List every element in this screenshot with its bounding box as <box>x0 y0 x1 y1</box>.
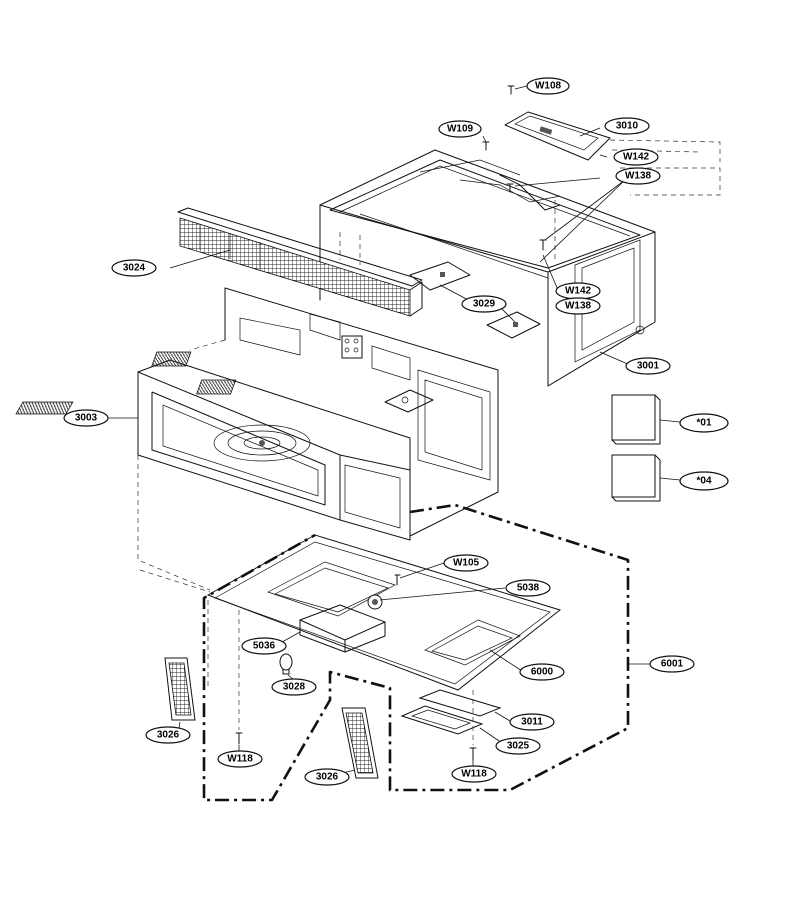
svg-text:3011: 3011 <box>521 717 543 728</box>
callout-6000: 6000 <box>519 663 565 681</box>
svg-text:3001: 3001 <box>637 361 660 372</box>
svg-text:3026: 3026 <box>316 772 339 783</box>
callout-w108: W108 <box>526 77 570 95</box>
callout-5038: 5038 <box>505 579 551 597</box>
screw-w118-right <box>469 747 477 761</box>
callout-3011: 3011 <box>509 713 555 731</box>
svg-text:3026: 3026 <box>157 730 180 741</box>
oven-cavity <box>15 287 499 591</box>
screw-w142 <box>539 239 547 251</box>
callout-w142-top: W142 <box>613 148 659 166</box>
callout-3024: 3024 <box>111 259 157 277</box>
dashed-assembly-lines <box>139 569 474 745</box>
callout-w109: W109 <box>438 120 482 138</box>
callout-6001: 6001 <box>649 655 695 673</box>
callout-3028: 3028 <box>271 678 317 696</box>
base-plate <box>206 534 562 691</box>
callout-3001: 3001 <box>625 357 671 375</box>
svg-text:6001: 6001 <box>661 659 684 670</box>
callout-3003: 3003 <box>63 409 109 427</box>
bracket-3029 <box>409 261 541 339</box>
svg-text:W108: W108 <box>535 81 562 92</box>
base-assembly-boundary <box>202 503 630 802</box>
dashed-guide <box>554 167 721 262</box>
lamp-3028 <box>279 653 293 675</box>
callout-3010: 3010 <box>604 117 650 135</box>
callout-star-01: *01 <box>679 413 729 433</box>
callout-5036: 5036 <box>241 637 287 655</box>
callout-w105: W105 <box>443 554 489 572</box>
svg-text:W105: W105 <box>453 558 480 569</box>
callout-w142-bottom: W142 <box>555 282 601 300</box>
callout-w138-bottom: W138 <box>555 297 601 315</box>
svg-text:W142: W142 <box>565 286 592 297</box>
svg-text:W138: W138 <box>625 171 652 182</box>
mounting-plate <box>504 111 721 162</box>
callout-3025: 3025 <box>495 737 541 755</box>
svg-text:6000: 6000 <box>531 667 554 678</box>
grease-filter-right <box>341 707 379 779</box>
callout-3026-right: 3026 <box>304 768 350 786</box>
leader-lines <box>108 85 681 777</box>
callout-3026-left: 3026 <box>145 726 191 744</box>
callout-w118-right: W118 <box>451 765 497 783</box>
screw-w118-left <box>235 732 243 745</box>
svg-text:3028: 3028 <box>283 682 306 693</box>
svg-text:W142: W142 <box>623 152 650 163</box>
lamp-cover <box>400 689 502 735</box>
svg-text:5036: 5036 <box>253 641 276 652</box>
vent-grille <box>177 207 423 317</box>
svg-text:3024: 3024 <box>123 263 146 274</box>
svg-text:W118: W118 <box>227 754 253 765</box>
svg-text:W109: W109 <box>447 124 474 135</box>
grease-filter-left <box>164 657 196 721</box>
svg-text:3010: 3010 <box>616 121 639 132</box>
svg-text:W138: W138 <box>565 301 592 312</box>
svg-text:*04: *04 <box>696 476 711 487</box>
callout-3029: 3029 <box>461 295 507 313</box>
callout-w118-left: W118 <box>217 750 263 768</box>
callout-star-04: *04 <box>679 471 729 491</box>
package-item-01 <box>611 394 661 445</box>
callout-w138-top: W138 <box>615 167 661 185</box>
svg-text:3003: 3003 <box>75 413 98 424</box>
screw-w109 <box>482 141 490 151</box>
svg-text:5038: 5038 <box>517 583 540 594</box>
svg-text:*01: *01 <box>696 418 711 429</box>
screw-w108 <box>507 85 515 95</box>
outer-case <box>319 149 656 387</box>
svg-text:W118: W118 <box>461 769 487 780</box>
package-item-04 <box>611 454 661 502</box>
svg-text:3029: 3029 <box>473 299 496 310</box>
svg-text:3025: 3025 <box>507 741 530 752</box>
